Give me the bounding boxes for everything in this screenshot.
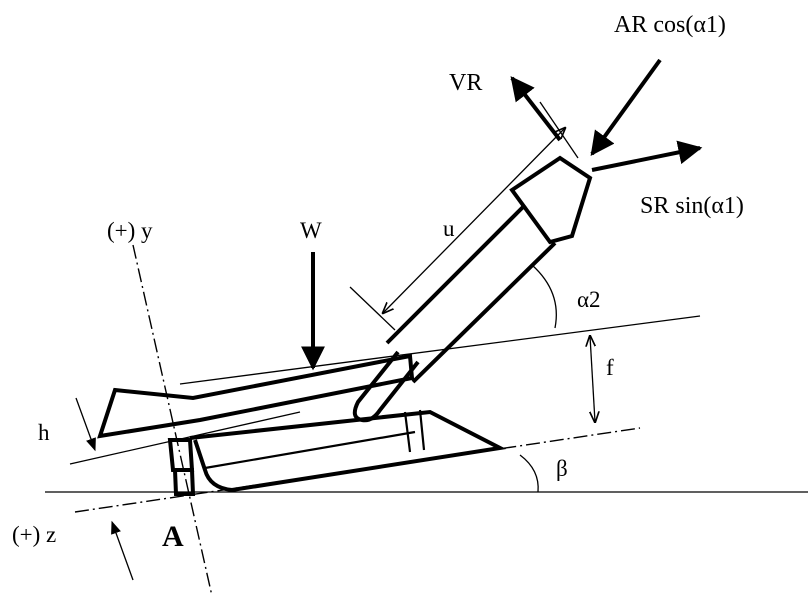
z-arrow: [111, 520, 134, 581]
label-ar-cos: AR cos(α1): [614, 12, 726, 38]
hydraulic-rod: [352, 350, 420, 423]
label-sr-sin: SR sin(α1): [640, 193, 744, 219]
chassis-inner-line: [204, 430, 416, 470]
boom-arm-right-edge: [411, 241, 557, 384]
label-vr: VR: [449, 70, 482, 96]
boom-arm-left-edge: [385, 203, 527, 345]
label-f: f: [606, 355, 614, 380]
support-post-lower: [172, 468, 196, 496]
y-axis-line: [132, 244, 213, 597]
chassis-upright: [403, 409, 426, 453]
alpha2-arc: [531, 264, 557, 329]
sr-force-arrow: [591, 140, 703, 172]
label-point-a: A: [162, 520, 184, 553]
chassis-frame: [189, 409, 507, 493]
support-post-upper: [167, 438, 195, 472]
vr-force-arrow: [510, 76, 562, 142]
label-alpha2: α2: [577, 287, 601, 312]
u-dimension-line: [383, 128, 565, 313]
platform-plate: [97, 353, 415, 439]
u-extension-bottom: [349, 286, 396, 331]
label-h: h: [38, 420, 50, 445]
label-w: W: [300, 218, 322, 243]
beta-arc: [519, 454, 539, 493]
label-y-axis: (+) y: [107, 218, 153, 243]
ar-force-arrow: [590, 58, 662, 156]
label-z-axis: (+) z: [12, 522, 56, 547]
label-u: u: [443, 216, 455, 241]
h-arrow: [75, 397, 96, 452]
upper-reference-line: [179, 315, 701, 385]
u-extension-top: [539, 101, 579, 159]
label-beta: β: [556, 456, 568, 481]
f-dimension-line: [590, 336, 595, 422]
